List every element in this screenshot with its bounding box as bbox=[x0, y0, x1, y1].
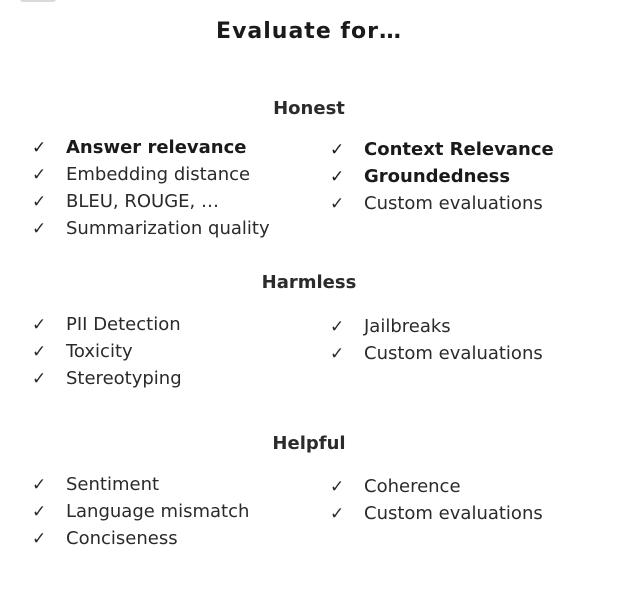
checkmark-icon: ✓ bbox=[32, 165, 47, 185]
item-label: Stereotyping bbox=[66, 368, 182, 389]
honest-left-list: ✓ Answer relevance ✓ Embedding distance ✓ B… bbox=[32, 134, 270, 242]
helpful-right-list: ✓ Coherence ✓ Custom evaluations bbox=[330, 473, 543, 527]
checkmark-icon: ✓ bbox=[32, 369, 47, 389]
helpful-left-list: ✓ Sentiment ✓ Language mismatch ✓ Concisene… bbox=[32, 471, 249, 552]
list-item: ✓ Groundedness bbox=[330, 163, 554, 190]
list-item: ✓ Context Relevance bbox=[330, 136, 554, 163]
item-label: Answer relevance bbox=[66, 137, 247, 158]
checkmark-icon: ✓ bbox=[330, 194, 345, 214]
checkmark-icon: ✓ bbox=[32, 475, 47, 495]
list-item: ✓ Sentiment bbox=[32, 471, 249, 498]
list-item: ✓ Stereotyping bbox=[32, 365, 182, 392]
item-label: Summarization quality bbox=[66, 218, 270, 239]
checkmark-icon: ✓ bbox=[32, 502, 47, 522]
list-item: ✓ Jailbreaks bbox=[330, 313, 543, 340]
item-label: PII Detection bbox=[66, 314, 181, 335]
checkmark-icon: ✓ bbox=[330, 344, 345, 364]
item-label: Toxicity bbox=[66, 341, 133, 362]
item-label: Language mismatch bbox=[66, 501, 250, 522]
item-label: Sentiment bbox=[66, 474, 160, 495]
item-label: Jailbreaks bbox=[364, 316, 451, 337]
section-heading-harmless: Harmless bbox=[261, 272, 357, 293]
item-label: Coherence bbox=[364, 476, 461, 497]
item-label: BLEU, ROUGE, … bbox=[66, 191, 219, 212]
item-label: Custom evaluations bbox=[364, 193, 543, 214]
item-label: Custom evaluations bbox=[364, 343, 543, 364]
page-title: Evaluate for… bbox=[216, 19, 402, 44]
harmless-right-list: ✓ Jailbreaks ✓ Custom evaluations bbox=[330, 313, 543, 367]
list-item: ✓ Answer relevance bbox=[32, 134, 270, 161]
checkmark-icon: ✓ bbox=[330, 317, 345, 337]
corner-tab bbox=[20, 0, 56, 2]
checkmark-icon: ✓ bbox=[330, 167, 345, 187]
list-item: ✓ Custom evaluations bbox=[330, 340, 543, 367]
list-item: ✓ Embedding distance bbox=[32, 161, 270, 188]
item-label: Conciseness bbox=[66, 528, 178, 549]
list-item: ✓ Summarization quality bbox=[32, 215, 270, 242]
checkmark-icon: ✓ bbox=[32, 342, 47, 362]
list-item: ✓ BLEU, ROUGE, … bbox=[32, 188, 270, 215]
section-heading-helpful: Helpful bbox=[272, 433, 346, 454]
section-heading-honest: Honest bbox=[273, 98, 345, 119]
honest-right-list: ✓ Context Relevance ✓ Groundedness ✓ Custom… bbox=[330, 136, 554, 217]
checkmark-icon: ✓ bbox=[330, 140, 345, 160]
list-item: ✓ Custom evaluations bbox=[330, 190, 554, 217]
checkmark-icon: ✓ bbox=[32, 138, 47, 158]
item-label: Groundedness bbox=[364, 166, 511, 187]
checkmark-icon: ✓ bbox=[32, 192, 47, 212]
checkmark-icon: ✓ bbox=[32, 219, 47, 239]
list-item: ✓ PII Detection bbox=[32, 311, 182, 338]
checkmark-icon: ✓ bbox=[32, 529, 47, 549]
list-item: ✓ Coherence bbox=[330, 473, 543, 500]
list-item: ✓ Language mismatch bbox=[32, 498, 249, 525]
list-item: ✓ Conciseness bbox=[32, 525, 249, 552]
harmless-left-list: ✓ PII Detection ✓ Toxicity ✓ Stereotyping bbox=[32, 311, 182, 392]
item-label: Embedding distance bbox=[66, 164, 251, 185]
list-item: ✓ Custom evaluations bbox=[330, 500, 543, 527]
checkmark-icon: ✓ bbox=[330, 504, 345, 524]
list-item: ✓ Toxicity bbox=[32, 338, 182, 365]
item-label: Custom evaluations bbox=[364, 503, 543, 524]
item-label: Context Relevance bbox=[364, 139, 554, 160]
checkmark-icon: ✓ bbox=[330, 477, 345, 497]
checkmark-icon: ✓ bbox=[32, 315, 47, 335]
